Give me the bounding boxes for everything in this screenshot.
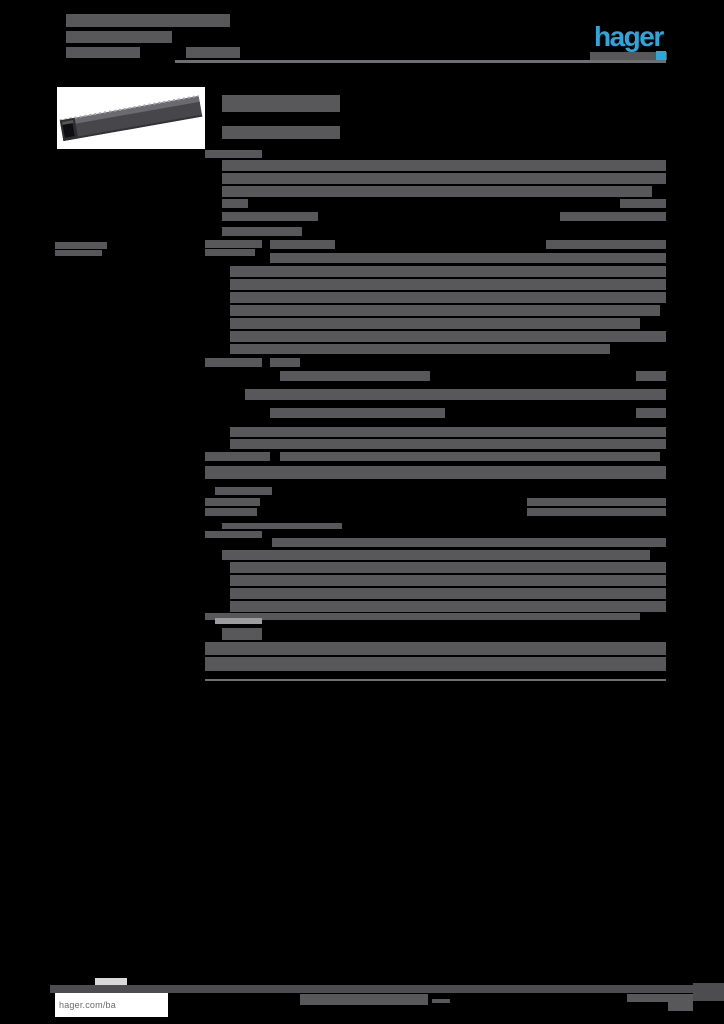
value-right-redacted [527, 508, 666, 516]
product-title-redacted [222, 95, 340, 112]
section-4-label-redacted [215, 487, 272, 495]
brand-logo-text: hager [594, 21, 664, 52]
reference-line-2-redacted [55, 250, 102, 256]
header-line-1-redacted [66, 14, 230, 27]
redacted-text-bar [222, 160, 666, 171]
redacted-text-bar [230, 292, 666, 303]
redacted-text-bar [270, 240, 335, 249]
product-subtitle-redacted [222, 126, 340, 139]
redacted-text-bar [270, 408, 445, 418]
redacted-text-bar [230, 575, 666, 586]
logo-subline-redacted [590, 52, 667, 60]
redacted-text-bar [222, 199, 248, 208]
footer-url-box: hager.com/ba [55, 993, 168, 1017]
header-line-3-redacted [66, 47, 140, 58]
value-right-redacted [636, 371, 666, 381]
redacted-text-bar [230, 601, 666, 612]
section-6-label-redacted [222, 628, 262, 640]
redacted-text-bar [205, 452, 270, 461]
redacted-text-bar [222, 173, 666, 184]
redacted-text-bar [222, 212, 318, 221]
footer-right-band-block [693, 983, 724, 1001]
redacted-text-bar [205, 657, 666, 671]
redacted-text-bar [230, 331, 666, 342]
footer-right-block-redacted [668, 994, 693, 1011]
redacted-text-bar [230, 562, 666, 573]
redacted-text-bar [222, 186, 652, 197]
redacted-text-bar [230, 318, 640, 329]
redacted-text-bar [205, 642, 666, 655]
footer-website-link[interactable]: hager.com/ba [59, 1000, 116, 1010]
redacted-text-bar [222, 227, 302, 236]
redacted-text-bar [230, 588, 666, 599]
redacted-text-bar [205, 531, 262, 538]
footer-light-mark [95, 978, 127, 985]
redacted-text-bar [230, 266, 666, 277]
header-line-4-redacted [186, 47, 240, 58]
redacted-text-bar [230, 439, 666, 449]
reference-line-1-redacted [55, 242, 107, 249]
redacted-text-bar [270, 253, 666, 263]
footer-right-text-redacted [627, 994, 668, 1002]
redacted-text-bar [230, 305, 660, 316]
brand-logo: hager [594, 22, 674, 52]
table-bottom-rule [205, 679, 666, 681]
redacted-text-bar [230, 344, 610, 354]
redacted-text-bar [205, 508, 257, 516]
value-right-redacted [636, 408, 666, 418]
footer-center-dash [432, 999, 450, 1003]
header-line-2-redacted [66, 31, 172, 43]
redacted-text-bar [222, 523, 342, 529]
section-2-label-redacted [205, 240, 262, 248]
value-right-redacted [560, 212, 666, 221]
product-photo [59, 94, 203, 142]
redacted-text-bar [272, 538, 666, 547]
product-photo-box [57, 87, 205, 149]
redacted-text-bar [230, 427, 666, 437]
footer-band [50, 985, 724, 993]
section-2-label-redacted [205, 249, 255, 256]
value-right-redacted [527, 498, 666, 506]
section-1-label-redacted [205, 150, 262, 158]
redacted-text-bar [245, 389, 666, 400]
value-right-redacted [546, 240, 666, 249]
section-3-label-redacted [205, 358, 262, 367]
redacted-text-bar [280, 371, 430, 381]
logo-accent-square [656, 51, 666, 60]
footer-center-text-redacted [300, 994, 428, 1005]
redacted-text-bar [230, 279, 666, 290]
redacted-text-bar [222, 550, 650, 560]
redacted-text-bar [270, 358, 300, 367]
redacted-text-bar [205, 498, 260, 506]
value-right-redacted [620, 199, 666, 208]
header-rule [175, 60, 666, 63]
redacted-text-bar [280, 452, 660, 461]
redacted-text-bar [205, 613, 640, 620]
light-label-redacted [215, 618, 262, 624]
redacted-text-bar [205, 466, 666, 479]
